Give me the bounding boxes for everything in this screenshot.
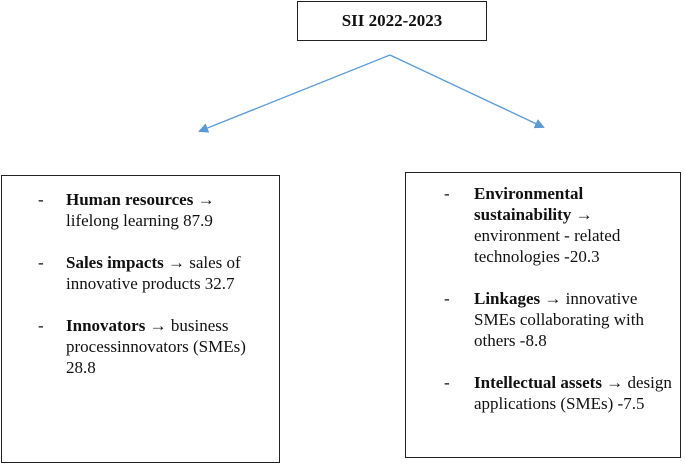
item-title: Human resources <box>66 190 194 209</box>
bullet-dash: - <box>38 190 44 209</box>
list-item: - Linkages → innovative SMEs collaborati… <box>406 288 680 351</box>
item-title: Innovators <box>66 316 146 335</box>
arrow-glyph: → <box>149 316 167 335</box>
item-detail: lifelong learning 87.9 <box>66 211 213 230</box>
arrow-to-right-panel <box>389 54 545 129</box>
item-text: Intellectual assets → design application… <box>474 372 680 414</box>
list-item: - Environmental sustainability → environ… <box>406 183 680 267</box>
item-title: Environmental sustainability <box>474 184 584 224</box>
item-title: Sales impacts <box>66 253 164 272</box>
arrow-glyph: → <box>168 253 185 272</box>
arrow-glyph: → <box>544 289 562 308</box>
item-title: Intellectual assets <box>474 373 602 392</box>
list-item: - Human resources → lifelong learning 87… <box>2 189 279 231</box>
bullet-dash: - <box>444 289 450 308</box>
diagram-title-box: SII 2022-2023 <box>297 1 487 41</box>
left-panel: - Human resources → lifelong learning 87… <box>1 175 280 463</box>
item-text: Environmental sustainability → environme… <box>474 183 680 267</box>
bullet-dash: - <box>444 184 450 203</box>
arrow-glyph: → <box>575 205 593 224</box>
item-text: Linkages → innovative SMEs collaborating… <box>474 288 680 351</box>
diagram-title: SII 2022-2023 <box>341 11 443 30</box>
item-detail: environment - related technologies -20.3 <box>474 226 621 266</box>
item-text: Human resources → lifelong learning 87.9 <box>66 189 279 231</box>
arrow-to-left-panel <box>198 54 391 133</box>
arrow-glyph: → <box>197 190 215 209</box>
list-item: - Intellectual assets → design applicati… <box>406 372 680 414</box>
right-panel: - Environmental sustainability → environ… <box>405 172 681 458</box>
item-text: Innovators → business processinnovators … <box>66 315 279 378</box>
list-item: - Innovators → business processinnovator… <box>2 315 279 378</box>
item-detail: design applications (SMEs) -7.5 <box>474 373 672 413</box>
bullet-dash: - <box>444 373 450 392</box>
item-text: Sales impacts → sales of innovative prod… <box>66 252 279 294</box>
list-item: - Sales impacts → sales of innovative pr… <box>2 252 279 294</box>
arrow-glyph: → <box>606 373 624 392</box>
item-detail: business processinnovators (SMEs) 28.8 <box>66 316 246 377</box>
bullet-dash: - <box>38 253 44 272</box>
item-detail: innovative SMEs collaborating with other… <box>474 289 644 350</box>
bullet-dash: - <box>38 316 44 335</box>
item-detail: sales of innovative products 32.7 <box>66 253 241 293</box>
item-title: Linkages <box>474 289 541 308</box>
